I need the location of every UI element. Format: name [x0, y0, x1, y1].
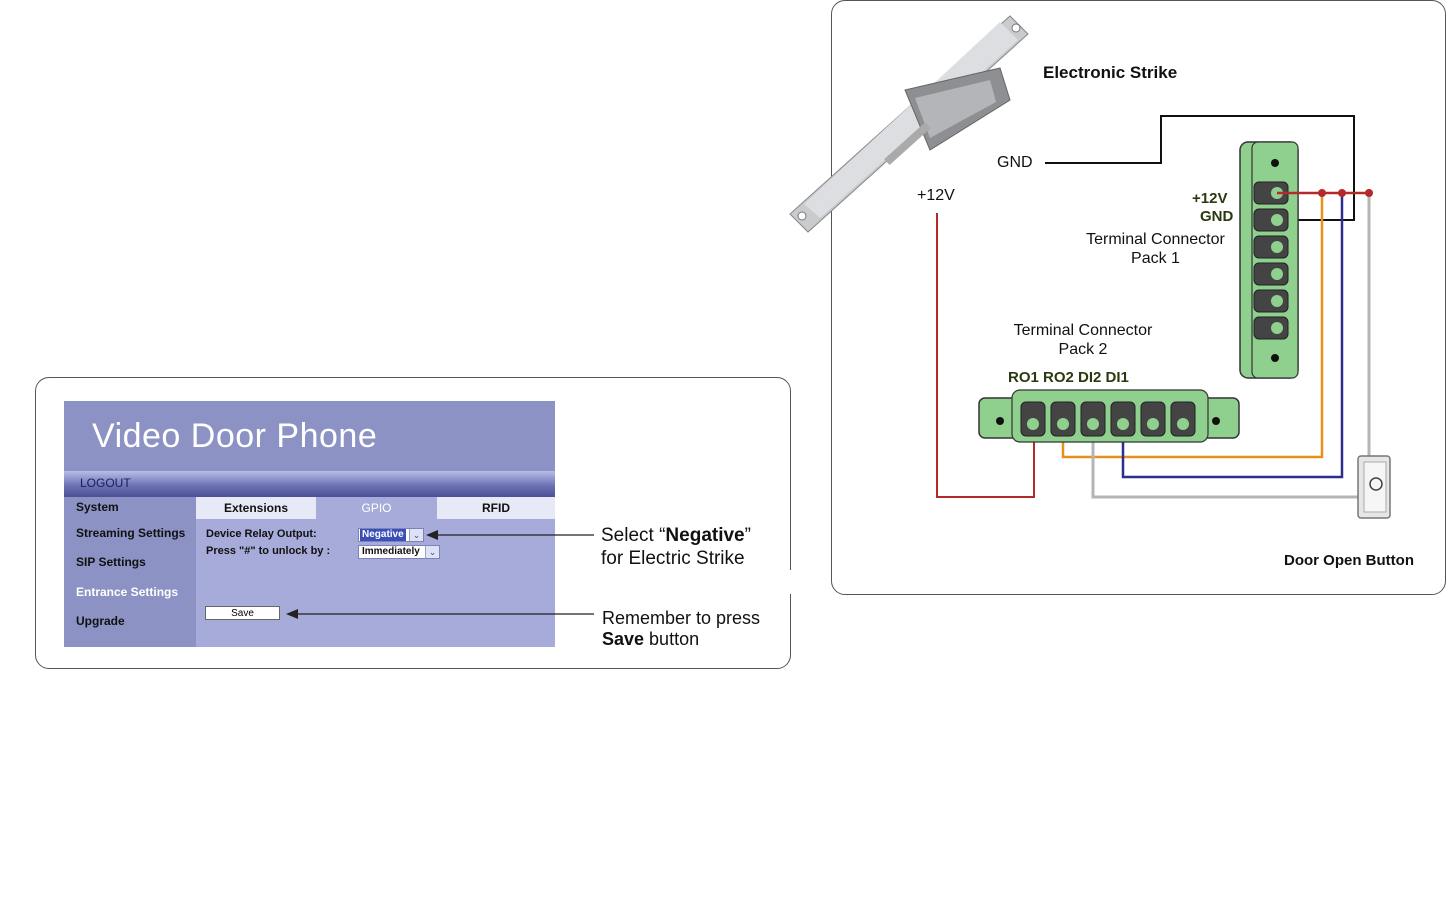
wire-di1-blue: [1121, 193, 1344, 479]
logout-link[interactable]: LOGOUT: [80, 476, 131, 490]
wire-di2-grey: [1091, 424, 1362, 499]
pack2-label-line1: Terminal Connector: [1013, 322, 1153, 339]
callout-text: Select “: [601, 525, 666, 546]
relay-output-label: Device Relay Output:: [206, 528, 317, 540]
callout-text: Remember to press: [602, 608, 761, 628]
door-open-button-image: [1357, 455, 1391, 519]
gnd-label: GND: [997, 154, 1033, 171]
save-button[interactable]: Save: [205, 606, 280, 620]
callout-bold-save: Save: [602, 629, 645, 649]
pack1-label: Terminal Connector Pack 1: [1077, 230, 1234, 268]
page-title: Video Door Phone: [92, 417, 378, 455]
pack1-plus12v-label: +12V: [1192, 190, 1228, 207]
pack1-gnd-label: GND: [1200, 208, 1234, 225]
callout-text: button: [644, 629, 700, 649]
junction-dots: [1318, 189, 1373, 197]
pack1-label-line1: Terminal Connector: [1086, 231, 1225, 248]
callout-select-negative: Select “Negative” for Electric Strike: [601, 524, 751, 570]
tab-gpio[interactable]: GPIO: [316, 497, 437, 519]
pack1-label-line2: Pack 1: [1131, 250, 1180, 267]
unlock-by-label: Press "#" to unlock by :: [206, 545, 331, 557]
plus12v-label: +12V: [917, 187, 955, 204]
callout-text: for Electric Strike: [601, 548, 745, 569]
sidebar-item-sip-settings[interactable]: SIP Settings: [76, 555, 146, 569]
arrow-negative-head: [426, 530, 438, 540]
logout-bar: LOGOUT: [64, 471, 555, 497]
door-open-button-label: Door Open Button: [1284, 552, 1414, 569]
pack2-label: Terminal Connector Pack 2: [1003, 321, 1163, 359]
sidebar-item-system[interactable]: System: [76, 500, 119, 514]
panel-border-gap: [788, 570, 794, 594]
pack2-pin-labels: RO1 RO2 DI2 DI1: [1008, 369, 1129, 386]
terminal-connector-pack-2: [978, 389, 1240, 443]
app-header: Video Door Phone: [64, 401, 555, 471]
unlock-by-value: Immediately: [362, 546, 420, 557]
sidebar-item-entrance-settings[interactable]: Entrance Settings: [76, 585, 179, 599]
tab-rfid[interactable]: RFID: [437, 497, 555, 519]
relay-output-select[interactable]: Negative ⌄: [358, 528, 424, 542]
callout-press-save: Remember to press Save button: [602, 608, 760, 650]
unlock-by-select[interactable]: Immediately ⌄: [358, 545, 440, 559]
wire-ro1-red: [936, 213, 1035, 498]
callout-bold-negative: Negative: [665, 525, 745, 546]
chevron-down-icon: ⌄: [409, 529, 423, 541]
chevron-down-icon: ⌄: [425, 546, 439, 558]
tab-extensions[interactable]: Extensions: [196, 497, 316, 519]
video-door-phone-webui: Video Door Phone LOGOUT System Streaming…: [64, 401, 555, 647]
arrow-save-head: [286, 609, 298, 619]
pack2-label-line2: Pack 2: [1058, 341, 1108, 358]
electronic-strike-label: Electronic Strike: [1043, 63, 1178, 82]
relay-output-value: Negative: [360, 529, 406, 541]
sidebar-item-streaming-settings[interactable]: Streaming Settings: [76, 526, 186, 540]
terminal-connector-pack-1: [1239, 141, 1299, 379]
sidebar: System Streaming Settings SIP Settings E…: [64, 497, 196, 647]
callout-text: ”: [744, 525, 751, 546]
electric-strike-image: [789, 15, 1029, 233]
sidebar-item-upgrade[interactable]: Upgrade: [76, 614, 125, 628]
